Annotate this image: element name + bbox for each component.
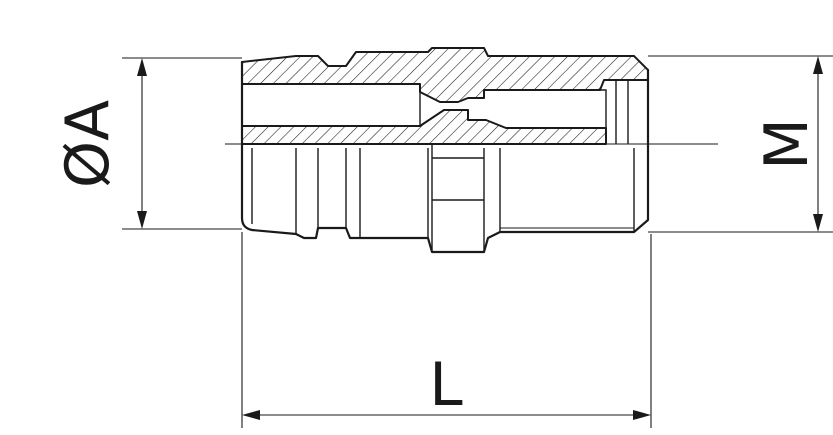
length-label: L — [429, 350, 463, 420]
lower-body-outline — [240, 142, 650, 254]
hex-nut-lines — [431, 144, 484, 252]
upper-body-outline — [240, 60, 650, 146]
thread-arrow-top — [813, 56, 823, 74]
length-dimension: L — [241, 232, 652, 428]
length-arrow-left — [242, 410, 260, 420]
thread-dimension: M — [648, 55, 833, 233]
lower-detail-lines — [251, 148, 635, 252]
diameter-arrow-top — [137, 58, 147, 76]
diameter-label: ØA — [53, 100, 123, 188]
thread-label: M — [752, 118, 822, 170]
center-section-hatch — [241, 109, 607, 145]
diameter-arrow-bottom — [137, 211, 147, 229]
upper-section-hatch — [241, 47, 649, 103]
length-arrow-right — [633, 410, 651, 420]
diameter-dimension: ØA — [53, 57, 242, 230]
bore-lines — [242, 80, 629, 144]
thread-arrow-bottom — [813, 214, 823, 232]
